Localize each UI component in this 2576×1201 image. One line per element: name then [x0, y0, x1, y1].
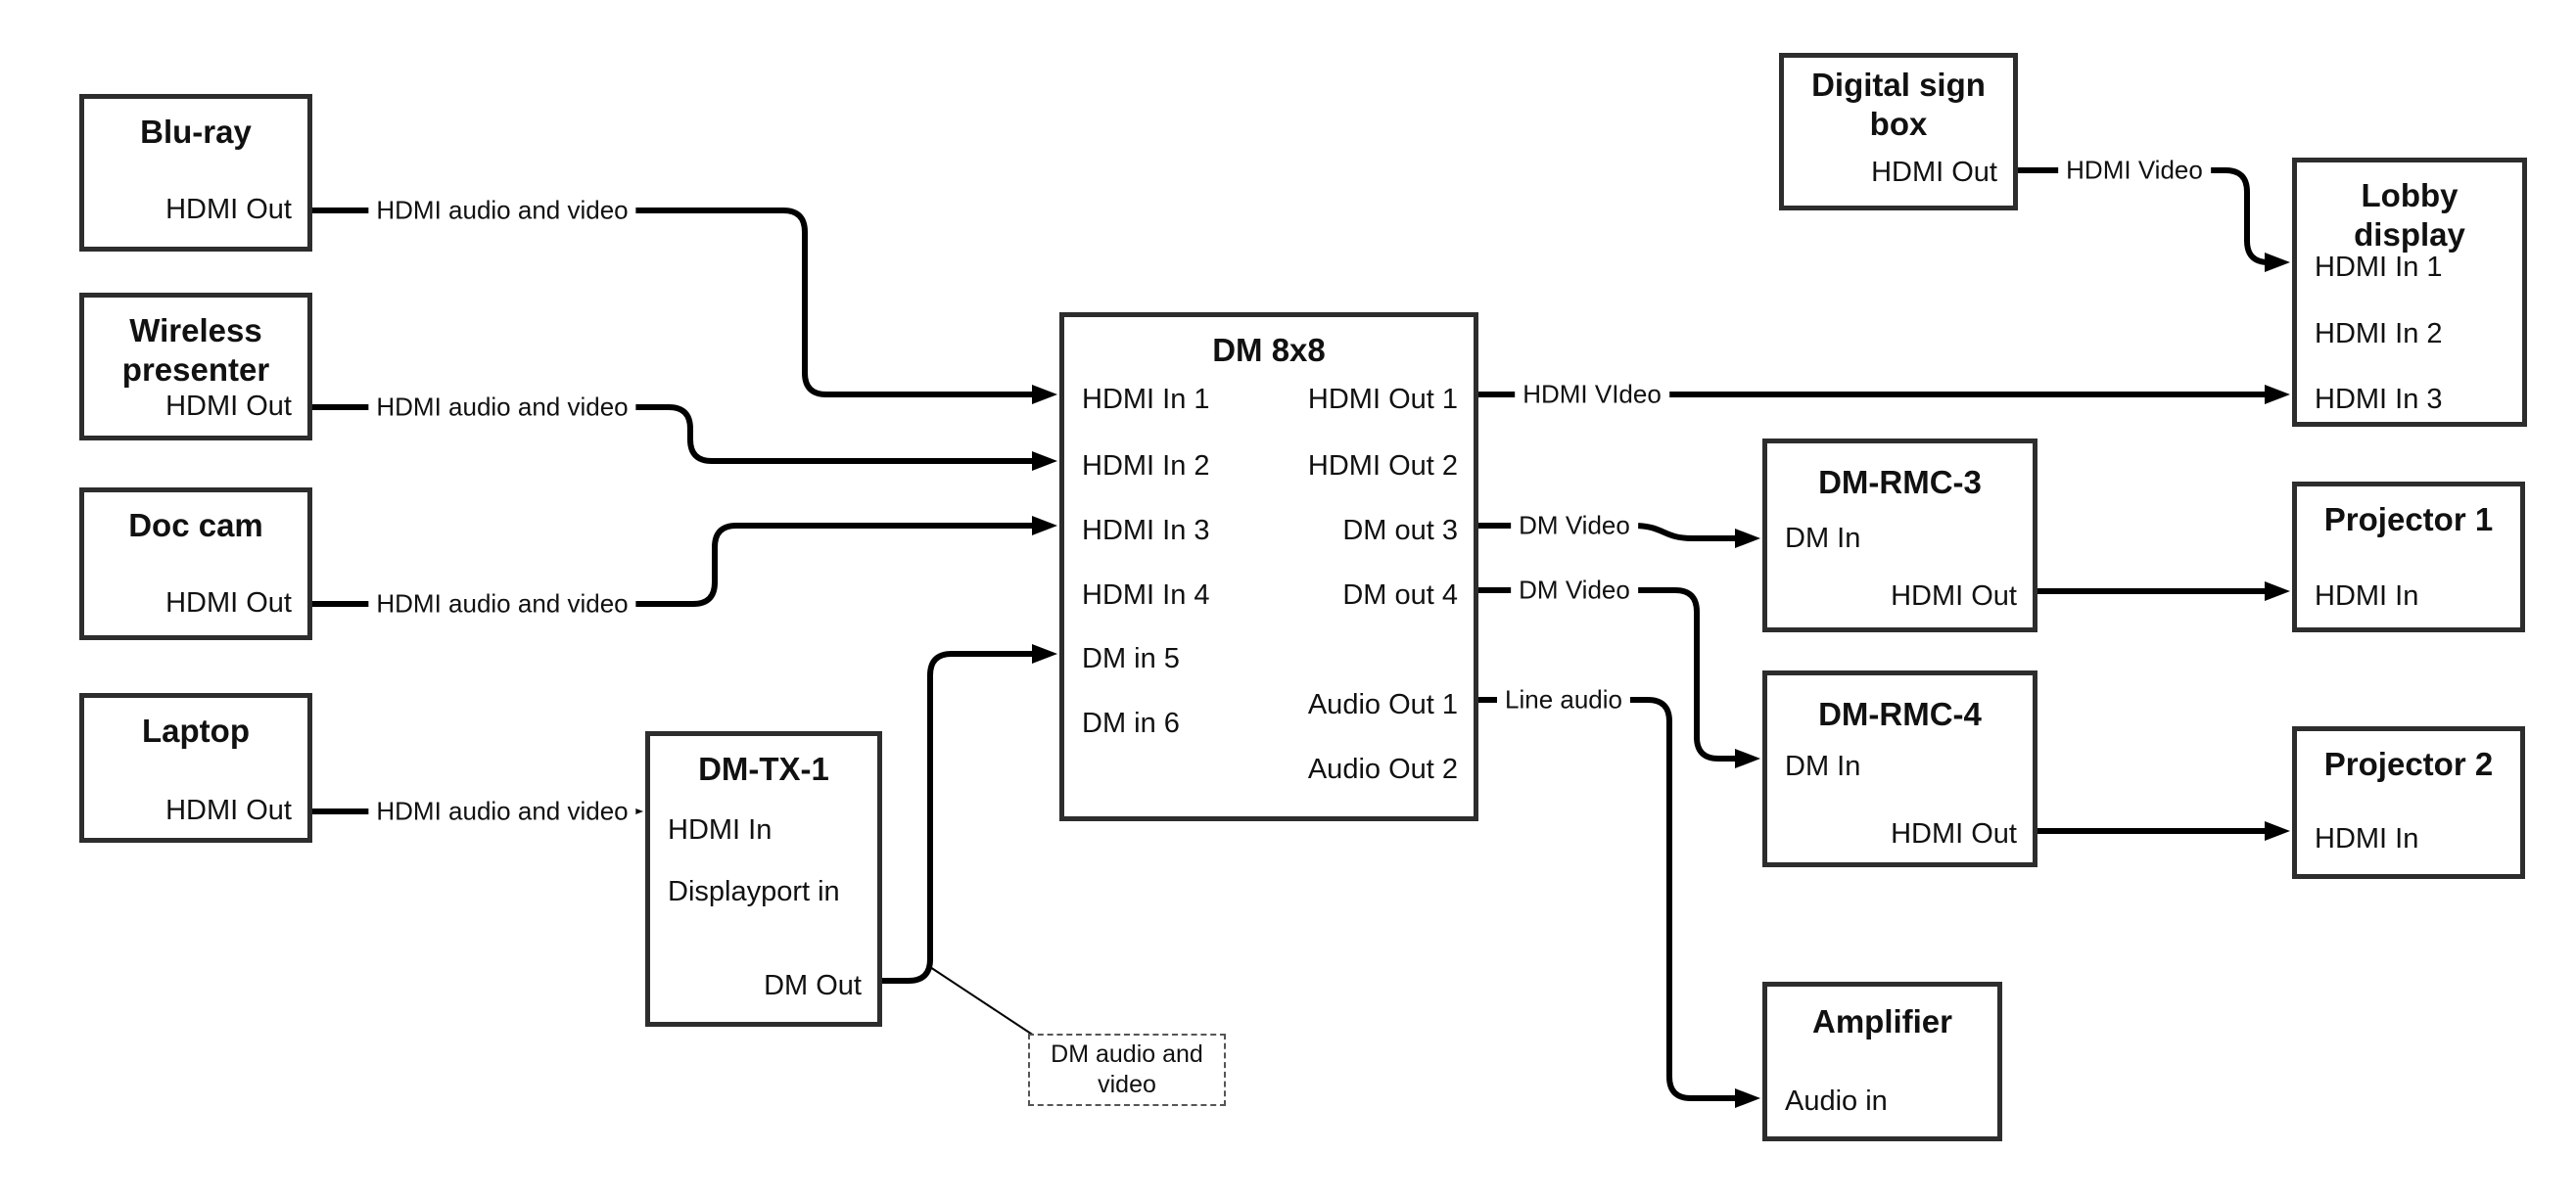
port-dm-in: DM In: [1785, 523, 1861, 554]
wire-doccam-to-dm8x8: [312, 523, 1034, 607]
wire-wireless-to-dm8x8: [312, 404, 1034, 464]
arrowhead-projector2-in: [2265, 821, 2290, 841]
node-projector-2[interactable]: Projector 2 HDMI In: [2292, 726, 2525, 879]
arrowhead-dm8x8-in1: [1032, 385, 1057, 404]
port-hdmi-in-4: HDMI In 4: [1082, 579, 1210, 611]
wire-bluray-to-dm8x8: [312, 208, 1034, 397]
node-amplifier[interactable]: Amplifier Audio in: [1762, 982, 2002, 1141]
wire-label-hdmi-audio-video-4: HDMI audio and video: [368, 796, 636, 827]
node-dm-tx-1[interactable]: DM-TX-1 HDMI In Displayport in DM Out: [645, 731, 882, 1027]
port-hdmi-out: HDMI Out: [165, 194, 292, 225]
callout-dm-audio-and-video: DM audio and video: [1028, 1034, 1226, 1106]
wire-label-hdmi-video-sign: HDMI Video: [2058, 155, 2211, 186]
node-title: Doc cam: [128, 507, 263, 543]
port-dm-out: DM Out: [764, 970, 862, 1001]
node-title: Lobby display: [2354, 177, 2465, 253]
port-hdmi-out: HDMI Out: [165, 587, 292, 619]
node-doc-cam[interactable]: Doc cam HDMI Out: [79, 487, 312, 640]
port-hdmi-in: HDMI In: [2315, 580, 2419, 612]
port-dm-in-6: DM in 6: [1082, 708, 1180, 739]
port-dm-in: DM In: [1785, 751, 1861, 782]
port-audio-out-2: Audio Out 2: [1307, 754, 1458, 785]
port-dm-in-5: DM in 5: [1082, 643, 1180, 674]
node-title: Projector 2: [2323, 746, 2494, 782]
node-title: DM-RMC-3: [1818, 464, 1982, 500]
arrowhead-dm8x8-in5: [1032, 644, 1057, 664]
arrowhead-amp-audio-in: [1735, 1088, 1760, 1108]
node-laptop[interactable]: Laptop HDMI Out: [79, 693, 312, 843]
node-title: Blu-ray: [140, 114, 252, 150]
node-title: Digital sign box: [1811, 67, 1986, 142]
node-dm-rmc-3[interactable]: DM-RMC-3 DM In HDMI Out: [1762, 439, 2037, 632]
arrowhead-rmc4-dm-in: [1735, 749, 1760, 768]
port-displayport-in: Displayport in: [668, 876, 840, 907]
node-title: DM-RMC-4: [1818, 696, 1982, 732]
port-hdmi-out: HDMI Out: [165, 391, 292, 422]
port-dm-out-3: DM out 3: [1342, 515, 1458, 546]
port-dm-out-4: DM out 4: [1342, 579, 1458, 611]
port-hdmi-in: HDMI In: [2315, 823, 2419, 855]
port-hdmi-in-3: HDMI In 3: [2315, 384, 2443, 415]
wire-dmtx1-to-dm8x8: [882, 651, 1034, 984]
node-title: DM-TX-1: [698, 751, 829, 787]
port-hdmi-in-1: HDMI In 1: [1082, 384, 1210, 415]
wire-digitalsign-to-lobby: [2018, 167, 2270, 265]
port-hdmi-in-1: HDMI In 1: [2315, 252, 2443, 283]
port-audio-in: Audio in: [1785, 1086, 1888, 1117]
arrowhead-lobby-in3: [2265, 385, 2290, 404]
node-digital-sign-box[interactable]: Digital sign box HDMI Out: [1779, 53, 2018, 210]
wire-label-line-audio: Line audio: [1497, 684, 1630, 716]
node-title: Wireless presenter: [121, 312, 270, 388]
port-hdmi-in: HDMI In: [668, 814, 773, 846]
wire-label-dm-video-out4: DM Video: [1511, 575, 1638, 606]
arrowhead-dm8x8-in2: [1032, 451, 1057, 471]
node-lobby-display[interactable]: Lobby display HDMI In 1 HDMI In 2 HDMI I…: [2292, 158, 2527, 427]
wire-label-dm-video-out3: DM Video: [1511, 510, 1638, 541]
wire-audioout1-to-amp: [1478, 697, 1737, 1101]
node-projector-1[interactable]: Projector 1 HDMI In: [2292, 482, 2525, 632]
port-hdmi-out-1: HDMI Out 1: [1307, 384, 1458, 415]
arrowhead-dm8x8-in3: [1032, 516, 1057, 535]
wire-dmout4-to-rmc4: [1478, 587, 1737, 762]
port-audio-out-1: Audio Out 1: [1307, 689, 1458, 720]
node-title: Projector 1: [2323, 501, 2494, 537]
node-wireless-presenter[interactable]: Wireless presenter HDMI Out: [79, 293, 312, 440]
arrowhead-projector1-in: [2265, 581, 2290, 601]
node-bluray[interactable]: Blu-ray HDMI Out: [79, 94, 312, 252]
wire-label-hdmi-audio-video-2: HDMI audio and video: [368, 392, 636, 423]
wire-label-hdmi-audio-video-3: HDMI audio and video: [368, 588, 636, 620]
node-title: Amplifier: [1811, 1003, 1953, 1039]
port-hdmi-out-2: HDMI Out 2: [1307, 450, 1458, 482]
port-hdmi-out: HDMI Out: [1891, 818, 2017, 850]
node-title: DM 8x8: [1212, 332, 1326, 368]
port-hdmi-in-2: HDMI In 2: [1082, 450, 1210, 482]
port-hdmi-out: HDMI Out: [165, 795, 292, 826]
node-dm-rmc-4[interactable]: DM-RMC-4 DM In HDMI Out: [1762, 670, 2037, 867]
port-hdmi-in-2: HDMI In 2: [2315, 318, 2443, 349]
wire-label-hdmi-video-out1: HDMI VIdeo: [1515, 379, 1669, 410]
port-hdmi-out: HDMI Out: [1871, 157, 1997, 188]
wire-label-hdmi-audio-video-1: HDMI audio and video: [368, 195, 636, 226]
callout-leader-line: [929, 966, 1035, 1037]
arrowhead-rmc3-dm-in: [1735, 529, 1760, 548]
node-dm-8x8[interactable]: DM 8x8 HDMI In 1 HDMI In 2 HDMI In 3 HDM…: [1059, 312, 1478, 821]
port-hdmi-out: HDMI Out: [1891, 580, 2017, 612]
port-hdmi-in-3: HDMI In 3: [1082, 515, 1210, 546]
arrowhead-lobby-in1: [2265, 253, 2290, 272]
node-title: Laptop: [142, 713, 250, 749]
